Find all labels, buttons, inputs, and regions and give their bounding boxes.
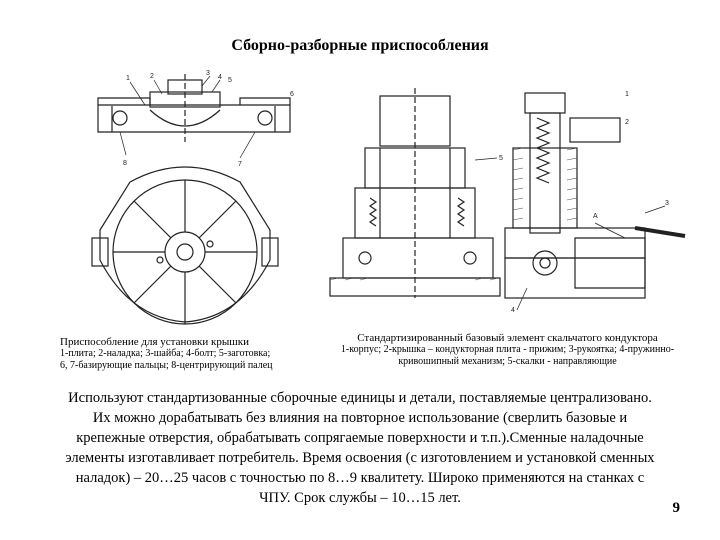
svg-text:1: 1 (625, 91, 629, 98)
svg-text:6: 6 (290, 91, 294, 98)
svg-text:4: 4 (218, 74, 222, 81)
body-line: наладок) – 20…25 часов с точностью по 8…… (75, 470, 645, 486)
svg-text:2: 2 (150, 73, 154, 80)
fixture-drawing-right: 5 A 3 1 2 4 (329, 88, 686, 313)
svg-text:2: 2 (625, 119, 629, 126)
svg-text:5: 5 (228, 77, 232, 84)
svg-text:A: A (593, 213, 598, 220)
page-number: 9 (672, 500, 681, 516)
body-paragraph: Используют стандартизованные сборочные е… (20, 388, 700, 508)
svg-text:3: 3 (665, 200, 669, 207)
svg-text:3: 3 (206, 70, 210, 77)
caption-line: 6, 7-базирующие пальцы; 8-центрирующий п… (60, 360, 273, 371)
fixture-drawing-left: 1 2 3 4 5 6 7 8 (91, 70, 294, 325)
caption-line: 1-плита; 2-наладка; 3-шайба; 4-болт; 5-з… (60, 348, 271, 359)
body-line: Используют стандартизованные сборочные е… (68, 390, 652, 406)
body-line: Их можно дорабатывать без влияния на пов… (92, 410, 628, 426)
svg-text:4: 4 (511, 307, 515, 313)
body-line: ЧПУ. Срок службы – 10…15 лет. (259, 490, 461, 506)
svg-text:7: 7 (238, 161, 242, 168)
caption-line: Стандартизированный базовый элемент скал… (357, 332, 658, 344)
caption-line: Приспособление для установки крышки (60, 336, 249, 348)
body-line: элементы изготавливает потребитель. Врем… (65, 450, 655, 466)
slide-title: Сборно-разборные приспособления (231, 37, 489, 54)
figure-left-caption: Приспособление для установки крышки 1-пл… (60, 336, 310, 372)
svg-text:5: 5 (499, 155, 503, 162)
caption-line: 1-корпус; 2-крышка – кондукторная плита … (340, 344, 675, 355)
svg-text:1: 1 (126, 75, 130, 82)
svg-text:8: 8 (123, 160, 127, 167)
caption-line: кривошипный механизм; 5-скалки - направл… (398, 356, 617, 367)
body-line: крепежные отверстия, обрабатывать сопряг… (76, 430, 644, 446)
figure-right-caption: Стандартизированный базовый элемент скал… (320, 332, 695, 368)
